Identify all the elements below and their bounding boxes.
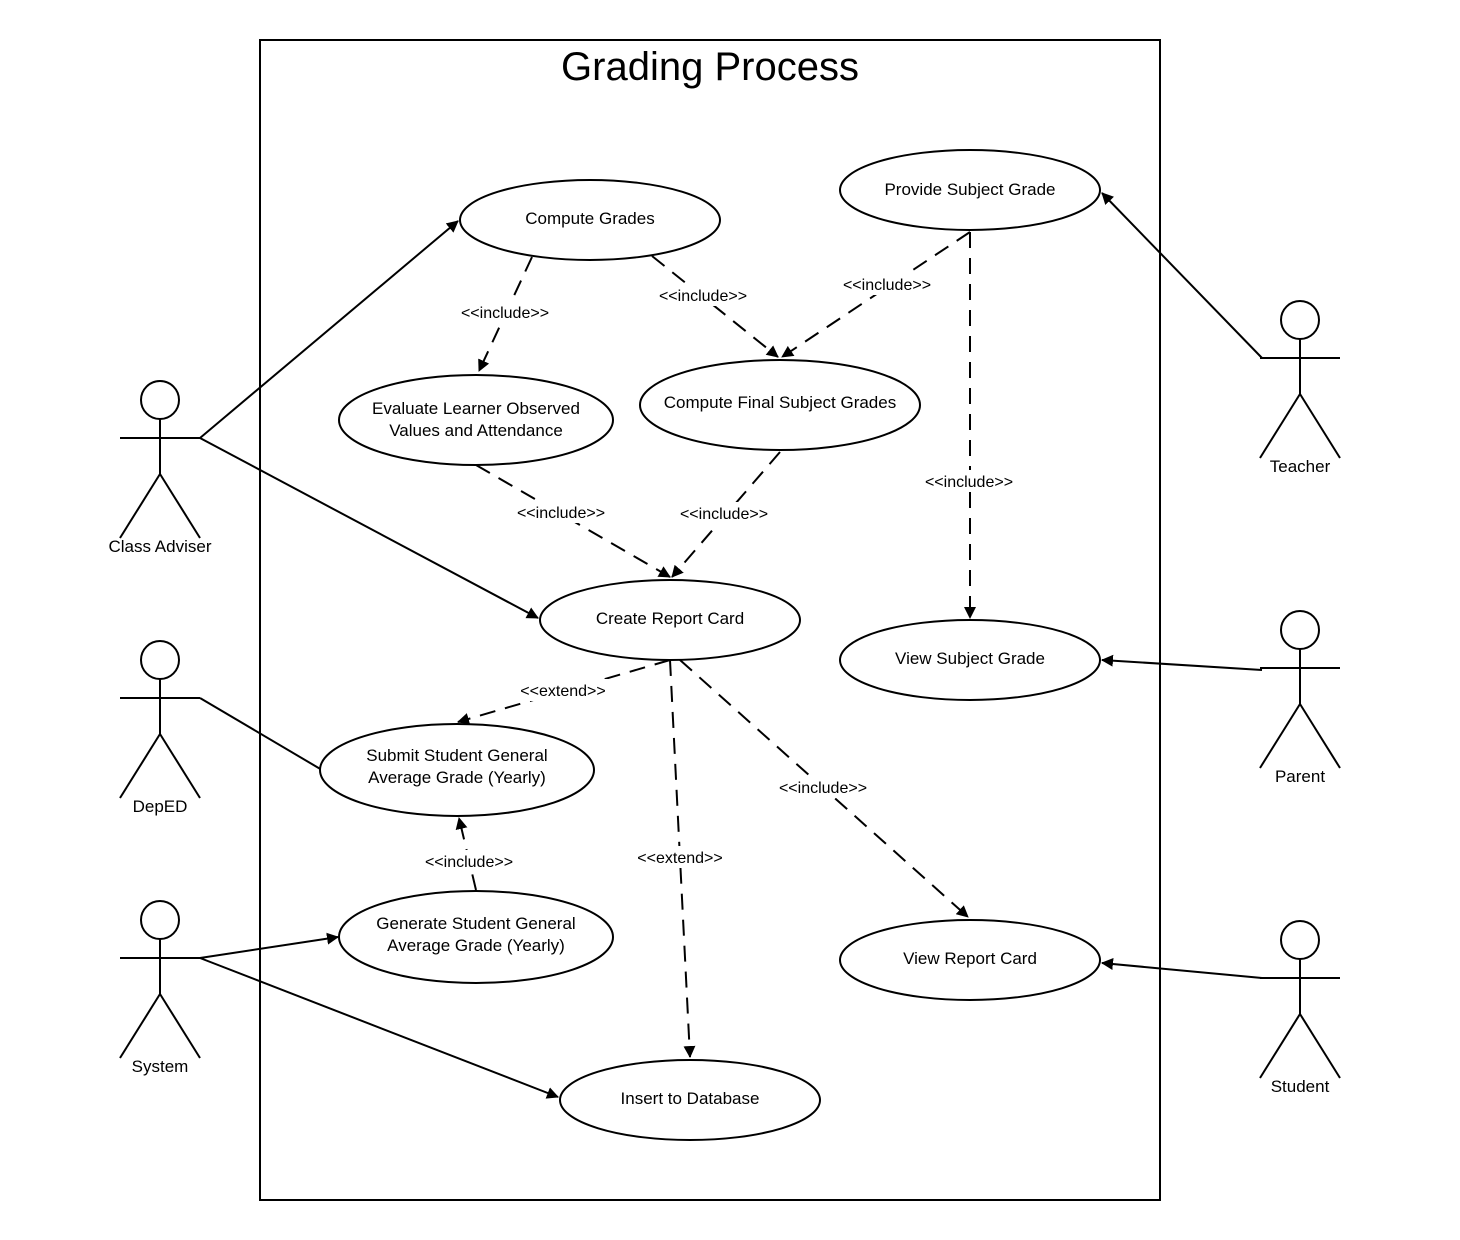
stick-figure-icon <box>1259 920 1341 1079</box>
svg-text:Average Grade (Yearly): Average Grade (Yearly) <box>387 936 565 955</box>
usecase-create-report-card: Create Report Card <box>539 579 801 661</box>
svg-text:<<include>>: <<include>> <box>461 305 549 322</box>
label-include-8: <<include>> <box>419 850 519 872</box>
usecase-submit-general-average: Submit Student General Average Grade (Ye… <box>319 723 595 817</box>
label-include-1: <<include>> <box>455 301 555 323</box>
actor-teacher: Teacher <box>1259 300 1341 476</box>
assoc-teacher-provide <box>1101 192 1263 359</box>
svg-text:DepED: DepED <box>133 797 188 816</box>
extend-createreport-insert <box>669 659 696 1058</box>
usecase-evaluate-learner: Evaluate Learner Observed Values and Att… <box>338 374 614 466</box>
stick-figure-icon <box>119 380 201 539</box>
svg-text:Compute Final Subject Grades: Compute Final Subject Grades <box>664 393 896 412</box>
usecase-compute-final-subject-grades: Compute Final Subject Grades <box>639 359 921 451</box>
usecase-insert-to-database: Insert to Database <box>559 1059 821 1141</box>
diagram-title: Grading Process <box>561 45 859 89</box>
label-include-3: <<include>> <box>837 273 937 295</box>
assoc-system-insert <box>199 957 559 1099</box>
svg-text:Parent: Parent <box>1275 767 1325 786</box>
assoc-system-generate <box>199 932 339 959</box>
assoc-parent-viewsubject <box>1101 654 1263 671</box>
svg-text:<<include>>: <<include>> <box>680 506 768 523</box>
svg-text:<<extend>>: <<extend>> <box>520 683 605 700</box>
stick-figure-icon <box>1259 610 1341 769</box>
stick-figure-icon <box>119 640 201 799</box>
assoc-student-viewreport <box>1101 958 1263 979</box>
svg-text:Create Report Card: Create Report Card <box>596 609 744 628</box>
stick-figure-icon <box>1259 300 1341 459</box>
actor-student: Student <box>1259 920 1341 1096</box>
svg-text:<<include>>: <<include>> <box>517 505 605 522</box>
label-include-2: <<include>> <box>653 284 753 306</box>
label-include-6: <<include>> <box>674 502 774 524</box>
svg-text:<<include>>: <<include>> <box>779 780 867 797</box>
actor-parent: Parent <box>1259 610 1341 786</box>
usecase-compute-grades: Compute Grades <box>459 179 721 261</box>
stick-figure-icon <box>119 900 201 1059</box>
svg-text:Generate Student General: Generate Student General <box>376 914 575 933</box>
assoc-classadviser-computegrades <box>199 220 459 439</box>
svg-text:Values and Attendance: Values and Attendance <box>389 421 563 440</box>
svg-text:Submit Student General: Submit Student General <box>366 746 547 765</box>
actor-system: System <box>119 900 201 1076</box>
assoc-deped-submit <box>199 697 323 771</box>
svg-text:Teacher: Teacher <box>1270 457 1331 476</box>
usecase-view-report-card: View Report Card <box>839 919 1101 1001</box>
usecase-generate-general-average: Generate Student General Average Grade (… <box>338 890 614 984</box>
svg-text:Evaluate Learner Observed: Evaluate Learner Observed <box>372 399 580 418</box>
svg-text:<<include>>: <<include>> <box>659 288 747 305</box>
svg-text:<<include>>: <<include>> <box>425 854 513 871</box>
svg-text:View Subject Grade: View Subject Grade <box>895 649 1045 668</box>
label-extend-1: <<extend>> <box>514 679 612 701</box>
include-computegrades-computefinal <box>651 255 779 358</box>
svg-text:View Report Card: View Report Card <box>903 949 1037 968</box>
svg-text:<<include>>: <<include>> <box>843 277 931 294</box>
usecase-provide-subject-grade: Provide Subject Grade <box>839 149 1101 231</box>
svg-text:<<include>>: <<include>> <box>925 474 1013 491</box>
label-include-5: <<include>> <box>511 501 611 523</box>
label-include-4: <<include>> <box>919 470 1019 492</box>
label-extend-2: <<extend>> <box>631 846 729 868</box>
actor-deped: DepED <box>119 640 201 816</box>
svg-text:Average Grade (Yearly): Average Grade (Yearly) <box>368 768 546 787</box>
svg-text:System: System <box>132 1057 189 1076</box>
svg-text:Insert to Database: Insert to Database <box>621 1089 760 1108</box>
svg-text:Student: Student <box>1271 1077 1330 1096</box>
actor-class-adviser: Class Adviser <box>109 380 212 556</box>
svg-text:<<extend>>: <<extend>> <box>637 850 722 867</box>
system-boundary <box>259 39 1161 1201</box>
label-include-7: <<include>> <box>773 776 873 798</box>
svg-text:Provide Subject Grade: Provide Subject Grade <box>884 180 1055 199</box>
svg-text:Class Adviser: Class Adviser <box>109 537 212 556</box>
svg-text:Compute Grades: Compute Grades <box>525 209 654 228</box>
assoc-classadviser-createreport <box>199 437 539 619</box>
usecase-view-subject-grade: View Subject Grade <box>839 619 1101 701</box>
